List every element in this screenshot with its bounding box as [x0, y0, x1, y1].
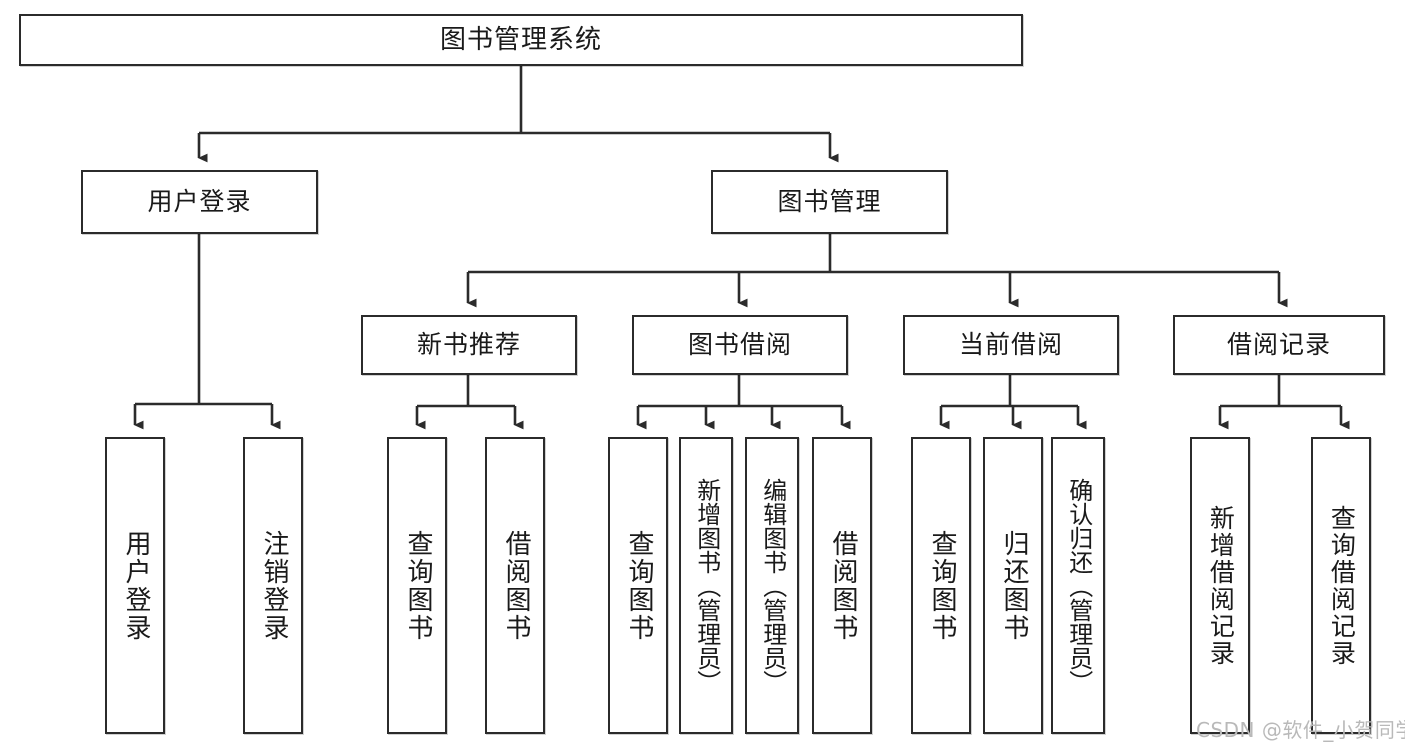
node-leaf-query-book-1[interactable]: 查询图书	[387, 437, 447, 734]
node-leaf-user-login[interactable]: 用户登录	[105, 437, 165, 734]
node-leaf-query-book-2-label: 查询图书	[623, 529, 654, 642]
node-current-borrow[interactable]: 当前借阅	[903, 315, 1119, 375]
node-leaf-borrow-book-1[interactable]: 借阅图书	[485, 437, 545, 734]
node-book-manage[interactable]: 图书管理	[711, 170, 948, 234]
node-leaf-query-book-1-label: 查询图书	[402, 529, 433, 642]
node-leaf-user-logout-label: 注销登录	[258, 529, 289, 642]
node-leaf-query-record[interactable]: 查询借阅记录	[1311, 437, 1371, 734]
node-book-manage-label: 图书管理	[777, 187, 882, 217]
node-root-label: 图书管理系统	[439, 24, 602, 55]
node-root[interactable]: 图书管理系统	[19, 14, 1023, 66]
node-leaf-confirm-return[interactable]: 确认归还（管理员）	[1051, 437, 1105, 734]
node-new-book-recommend-label: 新书推荐	[416, 330, 521, 360]
node-leaf-query-record-label: 查询借阅记录	[1327, 504, 1357, 667]
node-leaf-borrow-book-2-label: 借阅图书	[827, 529, 858, 642]
node-leaf-user-login-label: 用户登录	[120, 529, 151, 642]
node-borrow-record-label: 借阅记录	[1226, 330, 1331, 360]
node-borrow-record[interactable]: 借阅记录	[1173, 315, 1385, 375]
node-book-borrow-label: 图书借阅	[687, 330, 792, 360]
node-leaf-edit-book-label: 编辑图书（管理员）	[758, 477, 787, 694]
node-leaf-return-book[interactable]: 归还图书	[983, 437, 1043, 734]
node-leaf-user-logout[interactable]: 注销登录	[243, 437, 303, 734]
node-leaf-query-book-3-label: 查询图书	[926, 529, 957, 642]
node-leaf-add-record[interactable]: 新增借阅记录	[1190, 437, 1250, 734]
node-leaf-borrow-book-1-label: 借阅图书	[500, 529, 531, 642]
node-leaf-query-book-2[interactable]: 查询图书	[608, 437, 668, 734]
node-current-borrow-label: 当前借阅	[958, 330, 1063, 360]
node-new-book-recommend[interactable]: 新书推荐	[361, 315, 577, 375]
node-user-login-label: 用户登录	[147, 187, 252, 217]
node-leaf-edit-book[interactable]: 编辑图书（管理员）	[745, 437, 799, 734]
csdn-watermark: CSDN @软件_小贺同学	[1196, 718, 1405, 742]
node-user-login[interactable]: 用户登录	[81, 170, 318, 234]
node-leaf-add-record-label: 新增借阅记录	[1206, 504, 1236, 667]
node-leaf-query-book-3[interactable]: 查询图书	[911, 437, 971, 734]
node-leaf-add-book[interactable]: 新增图书（管理员）	[679, 437, 733, 734]
node-leaf-add-book-label: 新增图书（管理员）	[692, 477, 721, 694]
node-leaf-confirm-return-label: 确认归还（管理员）	[1064, 477, 1093, 694]
node-book-borrow[interactable]: 图书借阅	[632, 315, 848, 375]
node-leaf-return-book-label: 归还图书	[998, 529, 1029, 642]
node-leaf-borrow-book-2[interactable]: 借阅图书	[812, 437, 872, 734]
